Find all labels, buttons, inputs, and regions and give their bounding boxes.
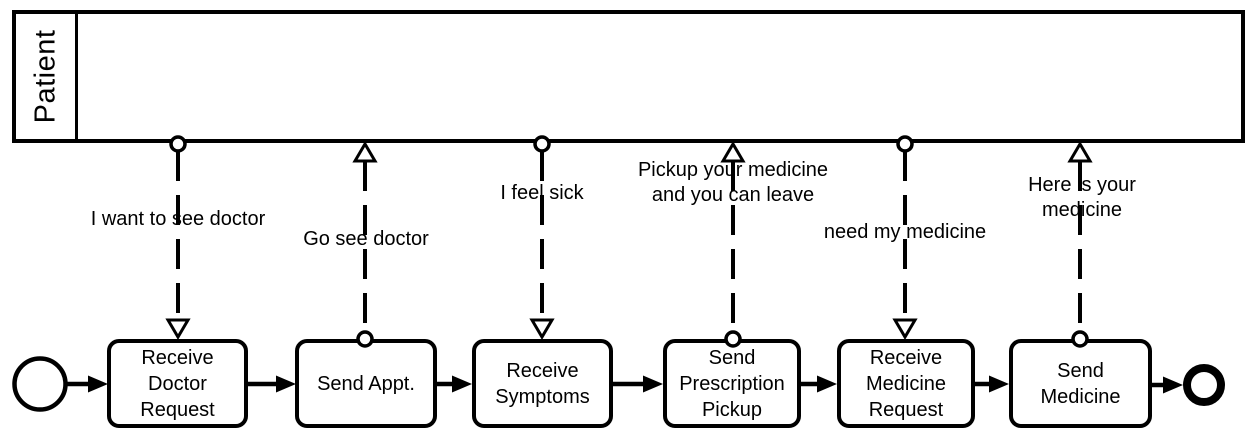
task-label: Receive Medicine Request xyxy=(865,346,947,421)
task-receive-doctor-request[interactable]: Receive Doctor Request xyxy=(107,339,248,428)
sequence-flow-task4-to-task5[interactable] xyxy=(801,375,837,393)
message-flow-i-want-to-see-doctor[interactable] xyxy=(165,135,191,340)
message-flow-i-feel-sick[interactable] xyxy=(529,135,555,340)
message-label-go-see-doctor: Go see doctor xyxy=(303,228,429,250)
message-arrowhead-icon xyxy=(165,318,191,340)
task-label: Send Prescription Pickup xyxy=(679,346,785,421)
message-arrowhead-icon xyxy=(1067,141,1093,163)
arrowhead-icon xyxy=(817,375,837,393)
end-event[interactable] xyxy=(1183,364,1225,406)
message-label-i-feel-sick: I feel sick xyxy=(500,182,584,204)
sequence-flow-task6-to-end[interactable] xyxy=(1152,376,1183,394)
task-label: Receive Symptoms xyxy=(495,359,590,408)
task-send-prescription-pickup[interactable]: Send Prescription Pickup xyxy=(663,339,801,428)
arrowhead-icon xyxy=(276,375,296,393)
sequence-flow-task3-to-task4[interactable] xyxy=(613,375,663,393)
task-label: Send Medicine xyxy=(1040,359,1121,408)
task-label: Send Appt. xyxy=(317,372,415,395)
message-arrowhead-icon xyxy=(892,318,918,340)
task-receive-symptoms[interactable]: Receive Symptoms xyxy=(472,339,613,428)
sequence-flow-task1-to-task2[interactable] xyxy=(248,375,296,393)
arrowhead-icon xyxy=(452,375,472,393)
task-send-appt[interactable]: Send Appt. xyxy=(295,339,437,428)
message-arrowhead-icon xyxy=(529,318,555,340)
arrowhead-icon xyxy=(88,375,108,393)
message-label-here-is-your-medicine: Here is your medicine xyxy=(1028,174,1136,221)
sequence-flow-start-to-task1[interactable] xyxy=(66,375,108,393)
task-receive-medicine-request[interactable]: Receive Medicine Request xyxy=(837,339,975,428)
pool-patient[interactable]: Patient xyxy=(12,10,1245,143)
start-event[interactable] xyxy=(12,356,68,412)
message-label-need-my-medicine: need my medicine xyxy=(823,221,987,243)
arrowhead-icon xyxy=(989,375,1009,393)
message-arrowhead-icon xyxy=(352,141,378,163)
pool-label-cell: Patient xyxy=(16,14,78,139)
message-label-pickup-your-medicine: Pickup your medicine and you can leave xyxy=(637,159,829,206)
pool-label: Patient xyxy=(29,29,62,124)
sequence-flow-task2-to-task3[interactable] xyxy=(437,375,472,393)
sequence-flow-task5-to-task6[interactable] xyxy=(975,375,1009,393)
arrowhead-icon xyxy=(643,375,663,393)
task-send-medicine[interactable]: Send Medicine xyxy=(1009,339,1152,428)
arrowhead-icon xyxy=(1163,376,1183,394)
task-label: Receive Doctor Request xyxy=(140,346,215,421)
message-label-i-want-to-see-doctor: I want to see doctor xyxy=(90,208,266,230)
